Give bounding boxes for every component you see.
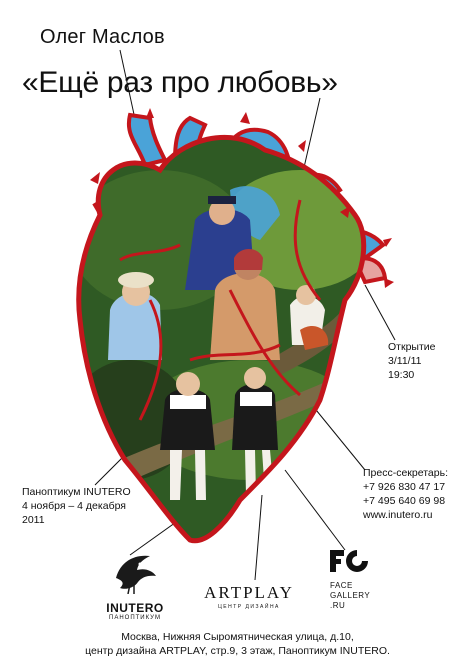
opening-label: Открытие [388, 341, 436, 353]
press-label: Пресс-секретарь: [363, 467, 448, 479]
address-block: Москва, Нижняя Сыромятническая улица, д.… [0, 630, 475, 658]
address-line-1: Москва, Нижняя Сыромятническая улица, д.… [121, 631, 354, 643]
press-website: www.inutero.ru [363, 509, 433, 521]
inutero-subtitle: ПАНОПТИКУМ [109, 615, 161, 621]
exhibition-venue: Паноптикум INUTERO [22, 486, 131, 498]
poster-title: «Ещё раз про любовь» [22, 66, 338, 99]
face-line-1: FACE [330, 581, 353, 590]
inutero-logo: INUTERO ПАНОПТИКУМ [100, 548, 170, 621]
pointer-opening [364, 284, 396, 341]
exhibition-info: Паноптикум INUTERO 4 ноября – 4 декабря … [22, 485, 131, 527]
opening-date: 3/11/11 [388, 355, 422, 367]
inutero-wordmark: INUTERO [106, 601, 164, 615]
face-line-3: .RU [330, 601, 346, 610]
artist-name: Олег Маслов [40, 26, 165, 48]
exhibition-dates: 4 ноября – 4 декабря [22, 500, 126, 512]
press-phone-2: +7 495 640 69 98 [363, 495, 446, 507]
face-line-2: GALLERY [330, 591, 371, 600]
artplay-wordmark: ARTPLAY [204, 583, 294, 602]
opening-time: 19:30 [388, 369, 415, 381]
face-gallery-wordmark: FACE GALLERY .RU [330, 581, 390, 611]
heart-outline [76, 134, 367, 544]
artplay-logo: ARTPLAY ЦЕНТР ДИЗАЙНА [195, 583, 303, 610]
red-arrows [90, 108, 394, 288]
pointer-artplay [254, 494, 263, 581]
pointer-face [284, 469, 346, 551]
press-phone-1: +7 926 830 47 17 [363, 481, 446, 493]
address-line-2: центр дизайна ARTPLAY, стр.9, 3 этаж, Па… [85, 645, 390, 657]
face-gallery-mark-icon [330, 550, 368, 572]
artplay-subtitle: ЦЕНТР ДИЗАЙНА [218, 604, 280, 610]
opening-info: Открытие 3/11/11 19:30 [388, 340, 435, 382]
face-gallery-logo: FACE GALLERY .RU [330, 550, 390, 611]
bird-icon [116, 555, 156, 595]
press-info: Пресс-секретарь: +7 926 830 47 17 +7 495… [363, 466, 448, 522]
pointer-press [311, 404, 366, 471]
exhibition-year: 2011 [22, 514, 45, 526]
